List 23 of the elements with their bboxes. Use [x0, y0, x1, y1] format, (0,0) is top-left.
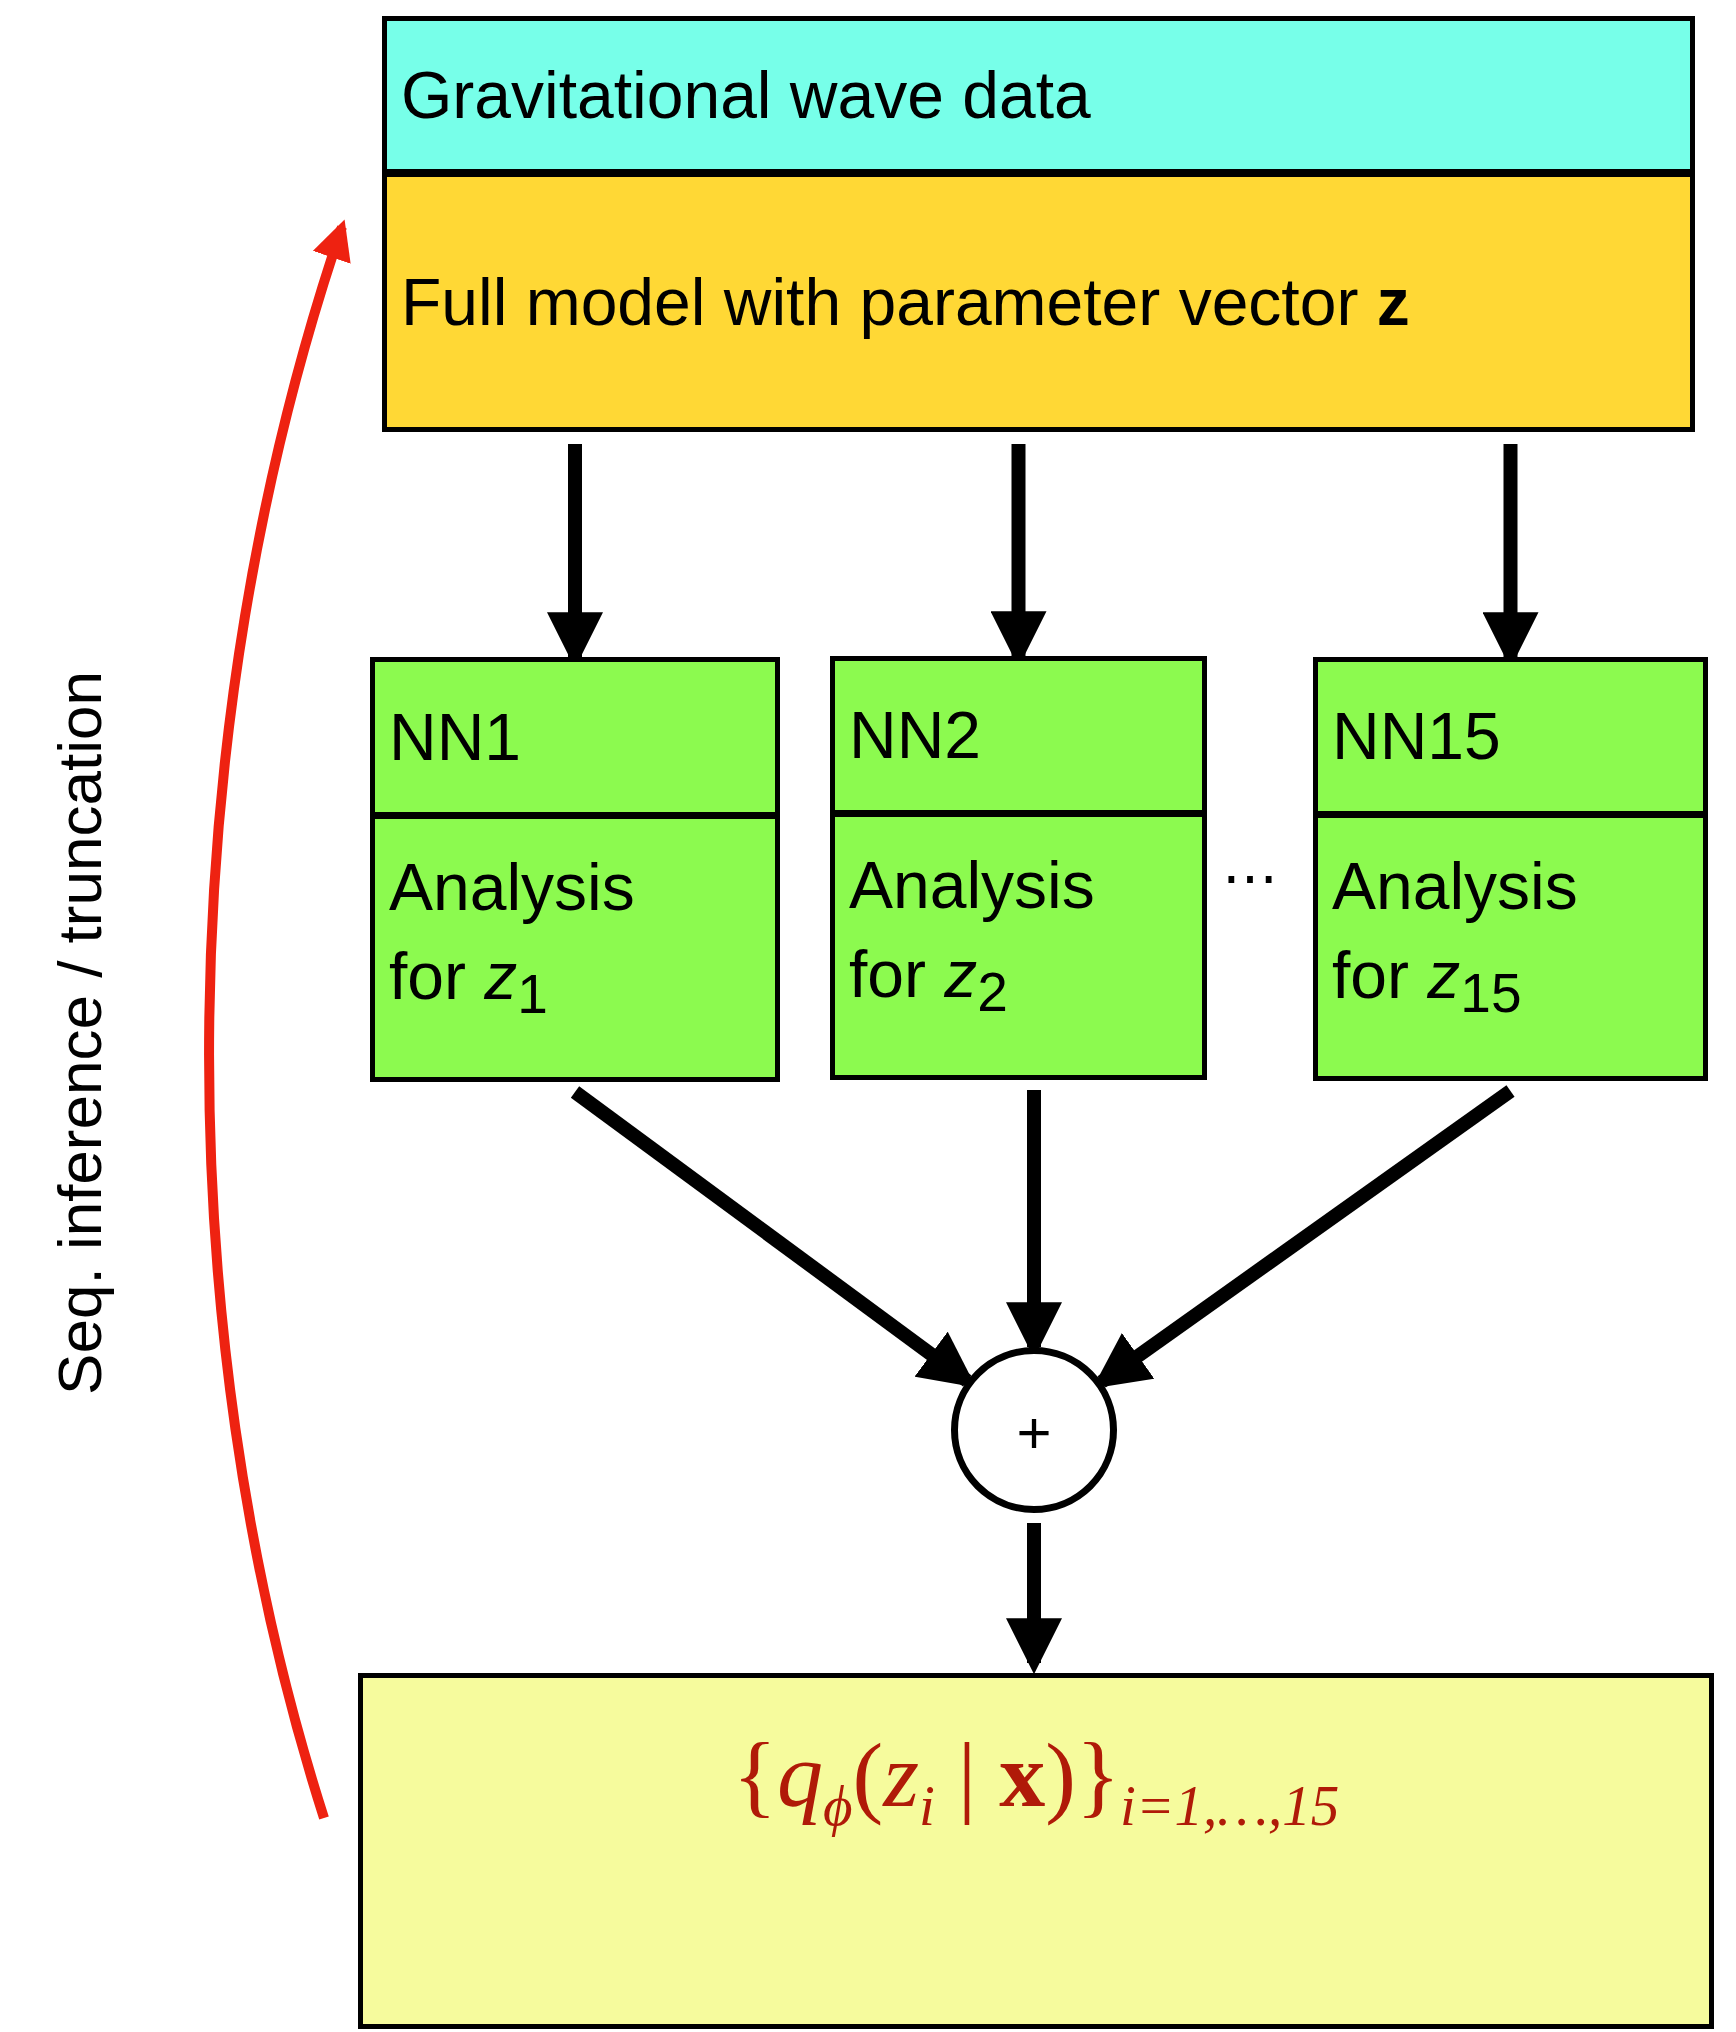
- formula-text: {q$_{ϕ}$(z$_{i}$ | x)}$_{i=1,…,15}$: [731, 1723, 1341, 1840]
- node-label: NN2: [849, 697, 982, 774]
- network-box: [830, 656, 1207, 815]
- node-label: NN1: [389, 699, 522, 776]
- result-box: [358, 1673, 1714, 2029]
- network-box: [370, 657, 780, 817]
- arrow: [204, 219, 352, 1820]
- node-label: NN15: [1332, 698, 1501, 775]
- data-box: [382, 16, 1695, 174]
- node-label: Analysis for z$_{1}$: [389, 849, 636, 1028]
- node-label: Analysis for z$_{2}$: [849, 847, 1096, 1026]
- edge-label: Seq. inference / truncation: [45, 670, 115, 1397]
- ellipsis-text: ⋯: [1222, 848, 1278, 908]
- node-label: Gravitational wave data: [401, 57, 1091, 134]
- analysis-box: [370, 814, 780, 1082]
- analysis-box: [830, 812, 1207, 1080]
- arrow: [1006, 1523, 1062, 1675]
- node-label: Analysis for z$_{15}$: [1332, 848, 1579, 1027]
- plus-sign: +: [1015, 1398, 1053, 1468]
- node-label: Full model with parameter vector z: [401, 264, 1410, 341]
- model-box: [382, 172, 1695, 432]
- network-box: [1313, 657, 1708, 816]
- analysis-box: [1313, 813, 1708, 1081]
